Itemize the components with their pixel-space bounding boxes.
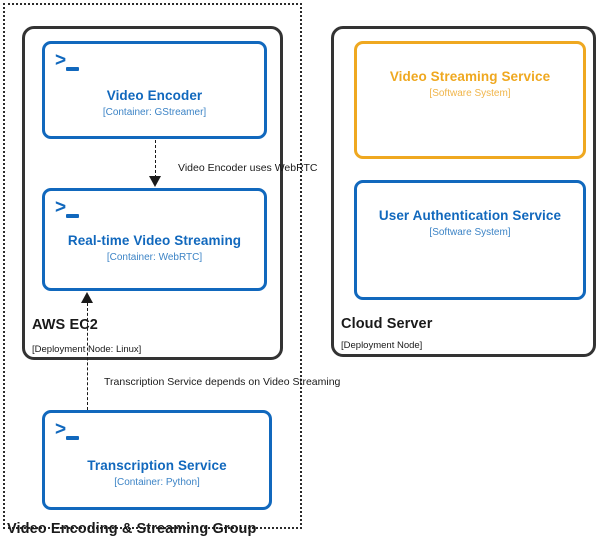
element-realtime-video-streaming-tech: [Container: WebRTC] (106, 252, 203, 263)
element-video-streaming-service-tech: [Software System] (429, 88, 511, 99)
relationship-label-encoder-webrtc: Video Encoder uses WebRTC (178, 162, 318, 174)
element-video-encoder-tech: [Container: GStreamer] (102, 107, 207, 118)
deployment-node-aws-ec2-title: AWS EC2 (32, 317, 98, 333)
terminal-icon-underscore (66, 67, 79, 71)
terminal-icon: > (55, 197, 85, 223)
element-user-authentication-service-tech: [Software System] (429, 227, 511, 238)
deployment-node-cloud-server-subtitle: [Deployment Node] (341, 340, 423, 351)
element-transcription-service-name: Transcription Service (87, 458, 227, 473)
relationship-arrowhead-encoder-webrtc (149, 176, 161, 187)
element-user-authentication-service[interactable]: User Authentication Service [Software Sy… (354, 180, 586, 300)
terminal-icon-chevron: > (55, 50, 67, 71)
relationship-line-transcription-streaming (87, 303, 88, 410)
terminal-icon: > (55, 50, 85, 76)
terminal-icon-chevron: > (55, 419, 67, 440)
relationship-arrowhead-transcription-streaming (81, 292, 93, 303)
element-video-encoder[interactable]: > Video Encoder [Container: GStreamer] (42, 41, 267, 139)
terminal-icon-underscore (66, 436, 79, 440)
element-video-streaming-service-name: Video Streaming Service (389, 69, 551, 84)
relationship-label-transcription-streaming: Transcription Service depends on Video S… (104, 376, 341, 388)
element-user-authentication-service-name: User Authentication Service (378, 208, 562, 223)
terminal-icon-chevron: > (55, 197, 67, 218)
deployment-node-cloud-server-title: Cloud Server (341, 316, 433, 332)
deployment-node-aws-ec2-subtitle: [Deployment Node: Linux] (32, 344, 142, 355)
relationship-line-encoder-webrtc (155, 140, 156, 178)
group-boundary-video-encoding-streaming (3, 3, 302, 529)
terminal-icon-underscore (66, 214, 79, 218)
element-transcription-service-tech: [Container: Python] (114, 477, 200, 488)
element-realtime-video-streaming[interactable]: > Real-time Video Streaming [Container: … (42, 188, 267, 291)
element-transcription-service[interactable]: > Transcription Service [Container: Pyth… (42, 410, 272, 510)
terminal-icon: > (55, 419, 85, 445)
element-realtime-video-streaming-name: Real-time Video Streaming (67, 233, 242, 248)
group-boundary-label: Video Encoding & Streaming Group (7, 521, 257, 537)
element-video-encoder-name: Video Encoder (106, 88, 203, 103)
element-video-streaming-service[interactable]: Video Streaming Service [Software System… (354, 41, 586, 159)
